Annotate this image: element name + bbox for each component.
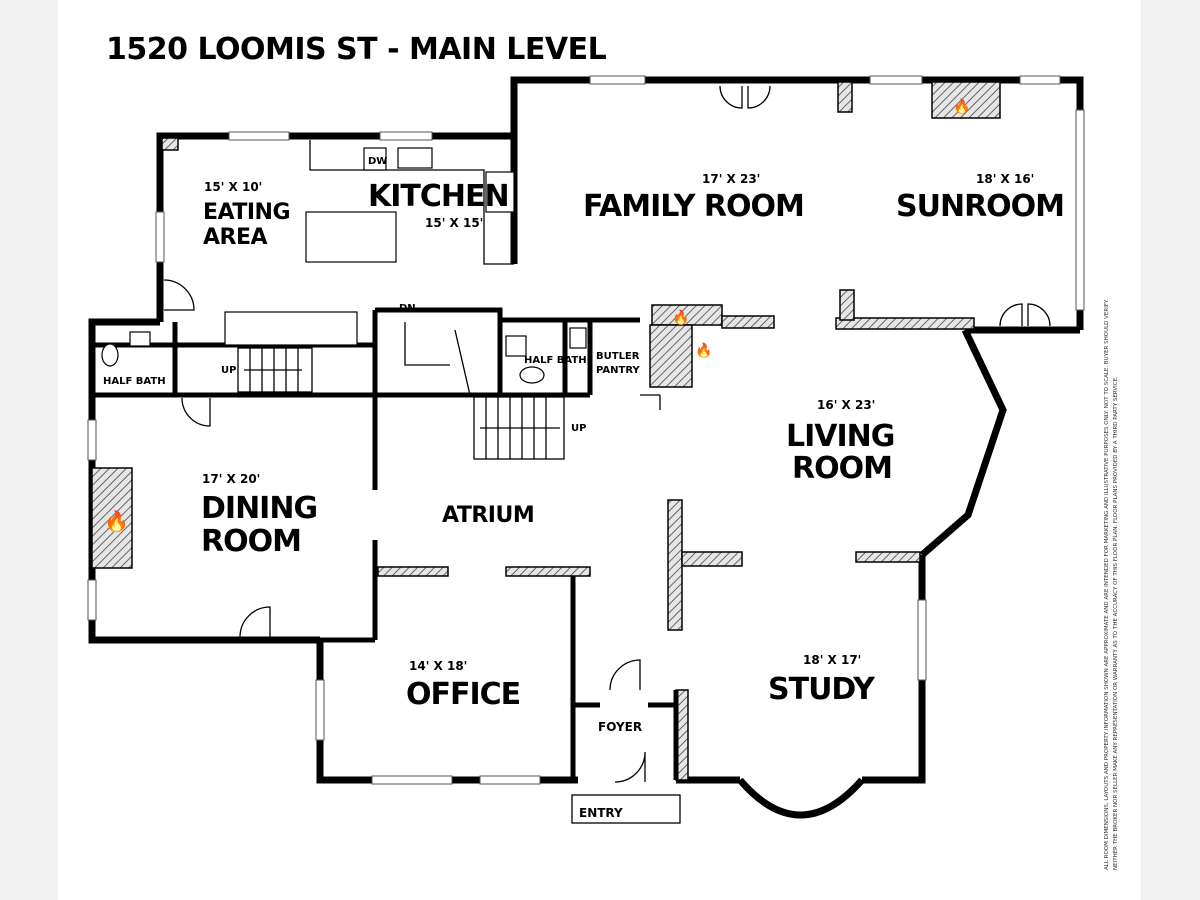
stair-down-label: DN bbox=[399, 303, 416, 314]
fireplace-icon: 🔥 bbox=[104, 509, 129, 533]
bath-fixtures bbox=[101, 327, 587, 384]
office-label: OFFICE bbox=[406, 677, 520, 712]
family-room-dims: 17' X 23' bbox=[702, 172, 760, 186]
dining-room-label-2: ROOM bbox=[201, 524, 301, 559]
living-room-label-2: ROOM bbox=[792, 451, 892, 486]
windows bbox=[87, 75, 1085, 785]
atrium-label: ATRIUM bbox=[442, 503, 534, 528]
kitchen-dims: 15' X 15' bbox=[425, 216, 483, 230]
living-room-label-1: LIVING bbox=[786, 419, 894, 454]
half-bath-left-label: HALF BATH bbox=[103, 376, 166, 387]
stairs bbox=[237, 322, 565, 460]
dishwasher-label: DW bbox=[368, 156, 387, 167]
dining-room-label-1: DINING bbox=[201, 491, 317, 526]
foyer-label: FOYER bbox=[598, 720, 642, 734]
fireplace-icon: 🔥 bbox=[953, 98, 970, 115]
dining-room-dims: 17' X 20' bbox=[202, 472, 260, 486]
eating-area-dims: 15' X 10' bbox=[204, 180, 262, 194]
doors bbox=[163, 85, 1051, 824]
disclaimer-line-2: NEITHER THE BROKER NOR SELLER MAKE ANY R… bbox=[1113, 376, 1119, 870]
fireplaces: 🔥 🔥 🔥 🔥 bbox=[91, 98, 970, 569]
disclaimer-line-1: ALL ROOM DIMENSIONS, LAYOUTS AND PROPERT… bbox=[1104, 299, 1110, 870]
entry-label: ENTRY bbox=[579, 806, 623, 820]
plan-title: 1520 LOOMIS ST - MAIN LEVEL bbox=[106, 32, 607, 67]
study-label: STUDY bbox=[768, 672, 876, 707]
fireplace-icon: 🔥 bbox=[695, 342, 712, 359]
eating-area-label-1: EATING bbox=[203, 200, 290, 225]
stair-up-left-label: UP bbox=[221, 365, 236, 376]
butler-pantry-label-1: BUTLER bbox=[596, 351, 640, 362]
room-labels: KITCHEN 15' X 15' 15' X 10' EATING AREA … bbox=[103, 156, 1065, 820]
sunroom-dims: 18' X 16' bbox=[976, 172, 1034, 186]
family-room-label: FAMILY ROOM bbox=[583, 189, 804, 224]
butler-pantry-label-2: PANTRY bbox=[596, 365, 640, 376]
office-dims: 14' X 18' bbox=[409, 659, 467, 673]
living-room-dims: 16' X 23' bbox=[817, 398, 875, 412]
half-bath-center-label: HALF BATH bbox=[524, 355, 587, 366]
fireplace-icon: 🔥 bbox=[672, 309, 689, 326]
interior-walls bbox=[92, 81, 1001, 781]
floorplan-sheet bbox=[58, 0, 1141, 900]
sunroom-label: SUNROOM bbox=[896, 189, 1064, 224]
disclaimer: ALL ROOM DIMENSIONS, LAYOUTS AND PROPERT… bbox=[1104, 299, 1119, 870]
eating-area-label-2: AREA bbox=[203, 225, 267, 250]
kitchen-label: KITCHEN bbox=[368, 179, 509, 214]
stair-up-right-label: UP bbox=[571, 423, 586, 434]
study-dims: 18' X 17' bbox=[803, 653, 861, 667]
